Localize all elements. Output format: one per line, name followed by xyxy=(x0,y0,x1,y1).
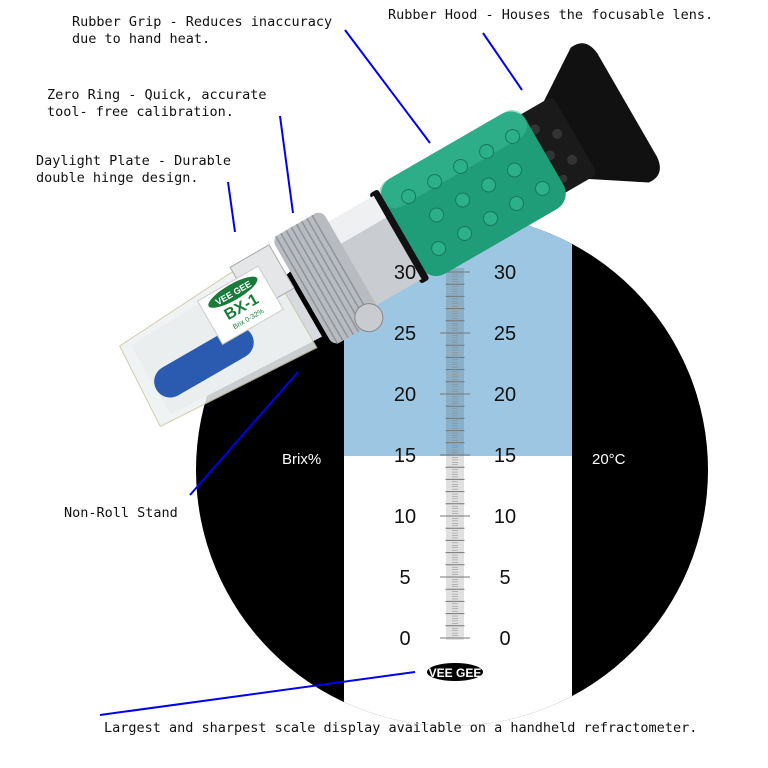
scale-number-left: 0 xyxy=(399,628,410,650)
scale-number-right: 15 xyxy=(494,445,516,467)
annotation-line: Non-Roll Stand xyxy=(64,505,178,521)
annotation-line: Rubber Hood - Houses the focusable lens. xyxy=(388,7,714,23)
annotation-line: tool- free calibration. xyxy=(47,104,234,120)
brix-unit-label: Brix% xyxy=(282,451,321,468)
scale-number-right: 10 xyxy=(494,506,516,528)
scale-number-left: 10 xyxy=(394,506,416,528)
scale-panel: VEE GEE xyxy=(344,214,572,726)
adjust-knob xyxy=(354,303,384,333)
prism-window xyxy=(154,326,254,398)
scale-display-annotation: Largest and sharpest scale display avail… xyxy=(104,720,697,737)
scale-number-right: 25 xyxy=(494,323,516,345)
annotation-line: Rubber Grip - Reduces inaccuracy xyxy=(72,14,333,30)
rubber-hood-line xyxy=(482,32,523,91)
rubber-grip-line xyxy=(344,29,431,144)
callout-lines xyxy=(99,29,523,716)
rubber-hood-annotation: Rubber Hood - Houses the focusable lens. xyxy=(388,7,713,24)
scale-number-right: 5 xyxy=(499,567,510,589)
hood-base xyxy=(515,98,596,195)
annotation-line: Largest and sharpest scale display avail… xyxy=(104,720,698,736)
scale-number-right: 30 xyxy=(494,262,516,284)
daylight-plate-line xyxy=(227,181,236,233)
scale-numbers: 0 0 5 5 10 10 15 15 20 20 25 25 30 30 xyxy=(394,262,516,650)
scale-white-region xyxy=(344,456,572,726)
scale-number-right: 0 xyxy=(499,628,510,650)
scale-brand-text: VEE GEE xyxy=(429,666,482,680)
scale-number-left: 5 xyxy=(399,567,410,589)
non-roll-stand-annotation: Non-Roll Stand xyxy=(64,505,178,522)
scale-number-left: 30 xyxy=(394,262,416,284)
annotation-line: due to hand heat. xyxy=(72,31,211,47)
scale-display-line xyxy=(99,671,416,716)
refractometer: VEE GEE BX-1 Brix 0-32% xyxy=(119,43,660,428)
scale-tick-band xyxy=(446,268,464,640)
non-roll-stand-line xyxy=(189,371,299,496)
scale-brand-logo xyxy=(427,663,483,681)
scale-number-left: 20 xyxy=(394,384,416,406)
temperature-label: 20°C xyxy=(592,451,626,468)
scale-ticks xyxy=(440,271,470,639)
scale-number-right: 20 xyxy=(494,384,516,406)
scale-number-left: 25 xyxy=(394,323,416,345)
annotation-line: double hinge design. xyxy=(36,170,199,186)
annotation-line: Daylight Plate - Durable xyxy=(36,153,232,169)
zero-ring-line xyxy=(279,115,294,214)
product-label xyxy=(196,265,284,346)
annotation-line: Zero Ring - Quick, accurate xyxy=(47,87,267,103)
rubber-grip xyxy=(381,111,566,277)
scale-number-left: 15 xyxy=(394,445,416,467)
